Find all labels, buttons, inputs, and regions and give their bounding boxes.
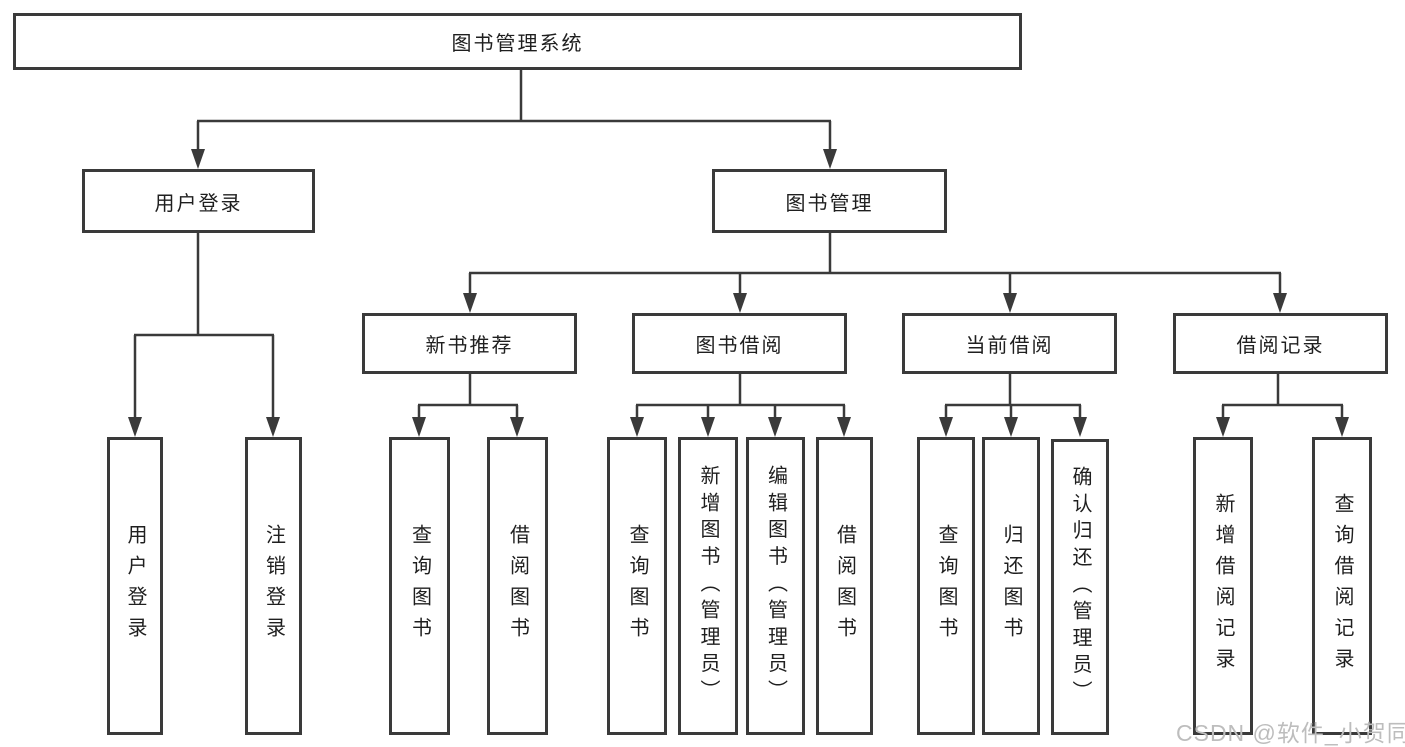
node-label: 归还图书 (1000, 524, 1022, 648)
node-book-borrow: 图书借阅 (632, 313, 847, 374)
node-leaf-query-books-recommend: 查询图书 (389, 437, 450, 735)
node-book-management: 图书管理 (712, 169, 947, 233)
connector-new-book-recommend (412, 374, 524, 437)
node-label: 确认归还（管理员） (1069, 466, 1091, 708)
node-leaf-add-borrow-record: 新增借阅记录 (1193, 437, 1253, 735)
node-leaf-borrow-books: 借阅图书 (816, 437, 873, 735)
node-label: 用户登录 (124, 524, 146, 648)
node-leaf-query-books-current: 查询图书 (917, 437, 975, 735)
node-leaf-query-books-borrow: 查询图书 (607, 437, 667, 735)
connector-book-borrow (630, 374, 851, 437)
node-label: 用户登录 (154, 192, 243, 215)
node-label: 新增借阅记录 (1212, 493, 1234, 679)
node-new-book-recommend: 新书推荐 (362, 313, 577, 374)
node-label: 当前借阅 (965, 335, 1054, 357)
node-leaf-user-login: 用户登录 (107, 437, 163, 735)
node-user-login: 用户登录 (82, 169, 315, 233)
connector-user-login (128, 233, 280, 437)
node-leaf-return-books: 归还图书 (982, 437, 1040, 735)
node-label: 查询图书 (408, 524, 431, 648)
node-leaf-edit-books-admin: 编辑图书（管理员） (746, 437, 805, 735)
node-leaf-logout: 注销登录 (245, 437, 302, 735)
node-leaf-confirm-return-admin: 确认归还（管理员） (1051, 439, 1109, 735)
connector-book-management (463, 233, 1287, 313)
node-label: 查询图书 (626, 524, 648, 648)
connector-root (191, 70, 837, 169)
node-borrow-records: 借阅记录 (1173, 313, 1388, 374)
node-label: 借阅记录 (1236, 335, 1325, 357)
node-label: 查询图书 (935, 524, 957, 648)
node-current-borrow: 当前借阅 (902, 313, 1117, 374)
node-label: 新增图书（管理员） (697, 465, 719, 707)
node-label: 借阅图书 (506, 524, 529, 648)
node-label: 注销登录 (262, 524, 285, 648)
connector-borrow-records (1216, 374, 1349, 437)
node-leaf-add-books-admin: 新增图书（管理员） (678, 437, 738, 735)
node-root: 图书管理系统 (13, 13, 1022, 70)
csdn-watermark: CSDN @软件_小贺同学 (1176, 720, 1405, 746)
connector-current-borrow (939, 374, 1087, 437)
node-label: 查询借阅记录 (1331, 493, 1353, 679)
node-label: 图书管理 (785, 192, 874, 215)
node-label: 新书推荐 (425, 335, 514, 357)
node-label: 编辑图书（管理员） (764, 465, 787, 707)
node-leaf-query-borrow-record: 查询借阅记录 (1312, 437, 1372, 735)
node-label: 图书借阅 (695, 335, 784, 357)
node-label: 借阅图书 (833, 524, 856, 648)
node-label: 图书管理系统 (451, 33, 584, 55)
node-leaf-borrow-books-recommend: 借阅图书 (487, 437, 548, 735)
